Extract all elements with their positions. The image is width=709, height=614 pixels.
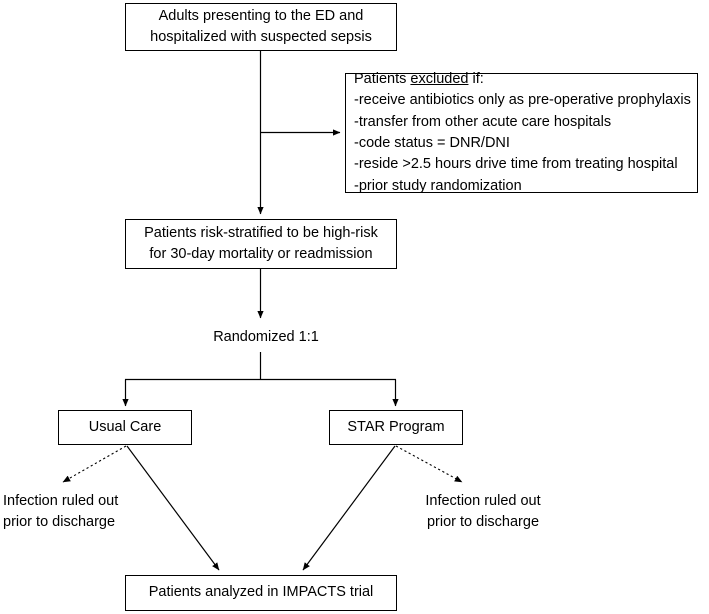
note-infection-ruled-out-left: Infection ruled out prior to discharge xyxy=(3,493,119,531)
node-analyzed: Patients analyzed in IMPACTS trial xyxy=(125,575,397,611)
node-usual-care: Usual Care xyxy=(58,410,192,445)
node-intake: Adults presenting to the ED and hospital… xyxy=(125,3,397,51)
node-usual-care-label: Usual Care xyxy=(88,418,162,435)
exclusion-criterion: -prior study randomization xyxy=(354,177,522,194)
exclusion-criterion: -receive antibiotics only as pre-operati… xyxy=(354,92,691,109)
exclusion-heading-underlined: excluded xyxy=(410,70,469,87)
label-randomized: Randomized 1:1 xyxy=(213,329,319,345)
node-exclusion-criteria-body: Patients excluded if: -receive antibiotic… xyxy=(346,69,691,198)
exclusion-criterion: -code status = DNR/DNI xyxy=(354,135,510,151)
node-risk-stratified: Patients risk-stratified to be high-risk… xyxy=(125,219,397,269)
node-analyzed-label: Patients analyzed in IMPACTS trial xyxy=(148,584,374,601)
node-risk-stratified-label: Patients risk-stratified to be high-risk… xyxy=(144,224,378,262)
note-infection-ruled-out-right: Infection ruled out prior to discharge xyxy=(425,493,541,531)
exclusion-criterion: -transfer from other acute care hospital… xyxy=(354,113,612,130)
connector-star-program-to-note-right xyxy=(395,445,463,483)
connector-usual-care-to-note-left xyxy=(62,445,127,483)
node-star-program-label: STAR Program xyxy=(347,418,445,435)
node-exclusion-criteria: Patients excluded if: -receive antibiotic… xyxy=(345,71,698,194)
exclusion-criterion: -reside >2.5 hours drive time from treat… xyxy=(354,156,678,173)
exclusion-heading-suffix: if: xyxy=(468,70,484,87)
connector-star-program-to-analyzed xyxy=(302,445,396,571)
node-intake-label: Adults presenting to the ED and hospital… xyxy=(150,7,372,45)
exclusion-heading-prefix: Patients xyxy=(354,70,411,87)
node-star-program: STAR Program xyxy=(329,410,463,445)
